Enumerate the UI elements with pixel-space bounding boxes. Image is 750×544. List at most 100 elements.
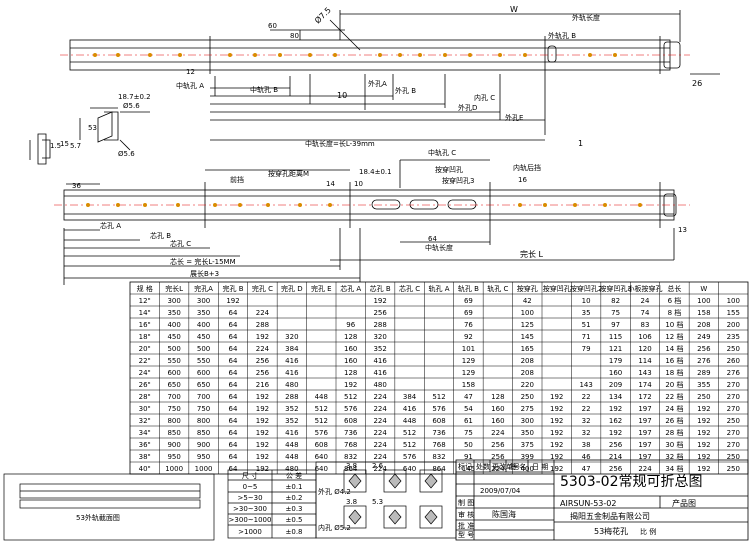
in-b-label: 芯孔 B bbox=[150, 231, 171, 240]
tol-r4-tol: ±0.8 bbox=[286, 528, 303, 536]
table-cell: 192 bbox=[550, 453, 563, 461]
table-cell: 192 bbox=[550, 417, 563, 425]
tol-r2-tol: ±0.3 bbox=[286, 505, 303, 513]
table-cell: 162 bbox=[609, 417, 622, 425]
table-cell: 288 bbox=[285, 393, 298, 401]
table-cell: 480 bbox=[373, 381, 386, 389]
table-cell: 250 bbox=[727, 345, 740, 353]
table-cell: 143 bbox=[579, 381, 592, 389]
table-cell: 120 bbox=[638, 345, 651, 353]
table-header-cell: 完长L bbox=[165, 284, 183, 293]
table-cell: 32 bbox=[582, 417, 591, 425]
table-cell: 350 bbox=[197, 309, 210, 317]
table-cell: 121 bbox=[609, 345, 622, 353]
table-cell: 864 bbox=[344, 465, 358, 473]
table-cell: 850 bbox=[167, 429, 180, 437]
table-cell: 512 bbox=[315, 405, 328, 413]
table-cell: 256 bbox=[609, 465, 623, 473]
inner-hole-label: 内孔 Ø5.2 bbox=[318, 523, 351, 532]
table-cell: 82 bbox=[611, 297, 620, 305]
tb-approve: 批 准 bbox=[458, 521, 474, 530]
out-e-label: 外孔E bbox=[505, 113, 523, 122]
table-cell: 256 bbox=[373, 309, 387, 317]
table-header-cell: 完孔 B bbox=[222, 284, 243, 293]
table-cell: 1000 bbox=[165, 465, 183, 473]
tb-part-no: AIRSUN-53-02 bbox=[560, 499, 616, 508]
table-cell: 71 bbox=[582, 333, 591, 341]
table-header-cell: 轨孔 A bbox=[428, 284, 449, 293]
table-cell: 224 bbox=[373, 405, 387, 413]
table-cell: 160 bbox=[491, 405, 504, 413]
table-cell: 64 bbox=[229, 357, 238, 365]
table-cell: 900 bbox=[167, 441, 180, 449]
table-cell: 179 bbox=[609, 357, 622, 365]
profile-labels: 18.7±0.2 Ø5.6 53 Ø5.6 1.5 15 5.7 bbox=[50, 93, 151, 158]
table-cell: 448 bbox=[285, 453, 298, 461]
table-cell: 650 bbox=[167, 381, 180, 389]
tol-r2-size: >30~300 bbox=[233, 505, 267, 513]
table-cell: 64 bbox=[229, 333, 238, 341]
table-cell: 192 bbox=[609, 429, 622, 437]
table-cell: 768 bbox=[432, 441, 445, 449]
table-cell: 480 bbox=[285, 381, 298, 389]
tb-checker: 审 核 bbox=[458, 510, 474, 519]
table-cell: 224 bbox=[491, 429, 505, 437]
table-cell: 224 bbox=[638, 465, 652, 473]
table-cell: 20 档 bbox=[665, 380, 683, 389]
table-cell: 288 bbox=[373, 321, 386, 329]
in-c-label: 芯孔 C bbox=[170, 239, 191, 248]
table-cell: 192 bbox=[256, 333, 269, 341]
table-cell: 145 bbox=[462, 465, 475, 473]
dim-36: 36 bbox=[72, 182, 81, 190]
table-cell: 12" bbox=[139, 297, 151, 305]
table-cell: 400 bbox=[521, 465, 534, 473]
table-cell: 448 bbox=[285, 441, 298, 449]
in-len-label: 芯长 = 完长L-15MM bbox=[170, 257, 236, 266]
dim-64: 64 bbox=[428, 235, 437, 243]
table-cell: 600 bbox=[167, 369, 180, 377]
table-cell: 97 bbox=[611, 321, 620, 329]
dim-10b: 10 bbox=[354, 180, 363, 188]
table-cell: 400 bbox=[197, 321, 210, 329]
table-cell: 300 bbox=[197, 297, 210, 305]
bottom-hole-markers bbox=[86, 203, 642, 207]
tol-r3-tol: ±0.5 bbox=[286, 516, 303, 524]
table-cell: 416 bbox=[285, 429, 299, 437]
table-cell: 800 bbox=[197, 417, 210, 425]
table-cell: 576 bbox=[315, 429, 329, 437]
table-cell: 350 bbox=[167, 309, 180, 317]
table-cell: 22 bbox=[582, 393, 591, 401]
table-cell: 289 bbox=[697, 369, 710, 377]
release-pos-label: 按穿孔距离M bbox=[268, 169, 309, 178]
table-cell: 128 bbox=[491, 393, 504, 401]
table-cell: 6 档 bbox=[668, 296, 682, 305]
table-cell: 400 bbox=[167, 321, 180, 329]
table-header-cell: 按穿凹孔 bbox=[543, 284, 571, 293]
table-cell: 16" bbox=[139, 321, 151, 329]
hd-26: 2.6 bbox=[372, 462, 384, 470]
hole-detail bbox=[315, 461, 457, 539]
outer-hole-label: 外孔 Ø4.2 bbox=[318, 487, 351, 496]
table-header-cell: W bbox=[700, 285, 707, 293]
table-cell: 32 档 bbox=[665, 452, 683, 461]
table-header-cell: 按穿凹孔3 bbox=[599, 284, 631, 293]
table-cell: 92 bbox=[464, 333, 473, 341]
dim-w: W bbox=[510, 5, 518, 14]
table-cell: 450 bbox=[167, 333, 180, 341]
mid-len-label: 中轨长度=长L-39mm bbox=[305, 139, 375, 148]
table-cell: 160 bbox=[609, 369, 622, 377]
table-cell: 18 档 bbox=[665, 368, 683, 377]
hd-38: 3.8 bbox=[346, 462, 357, 470]
table-cell: 192 bbox=[697, 453, 710, 461]
profile-53: 53 bbox=[88, 124, 97, 132]
tol-head-size: 尺 寸 bbox=[242, 471, 258, 480]
table-cell: 350 bbox=[521, 429, 534, 437]
table-cell: 64 bbox=[229, 453, 238, 461]
table-cell: 512 bbox=[432, 393, 445, 401]
dim-14: 14 bbox=[326, 180, 335, 188]
tb-change: 更改单号 bbox=[492, 462, 520, 471]
tol-r1-size: >5~30 bbox=[237, 494, 262, 502]
table-header-cell: 芯孔 B bbox=[370, 284, 391, 293]
table-cell: 250 bbox=[727, 453, 740, 461]
table-cell: 22" bbox=[139, 357, 151, 365]
